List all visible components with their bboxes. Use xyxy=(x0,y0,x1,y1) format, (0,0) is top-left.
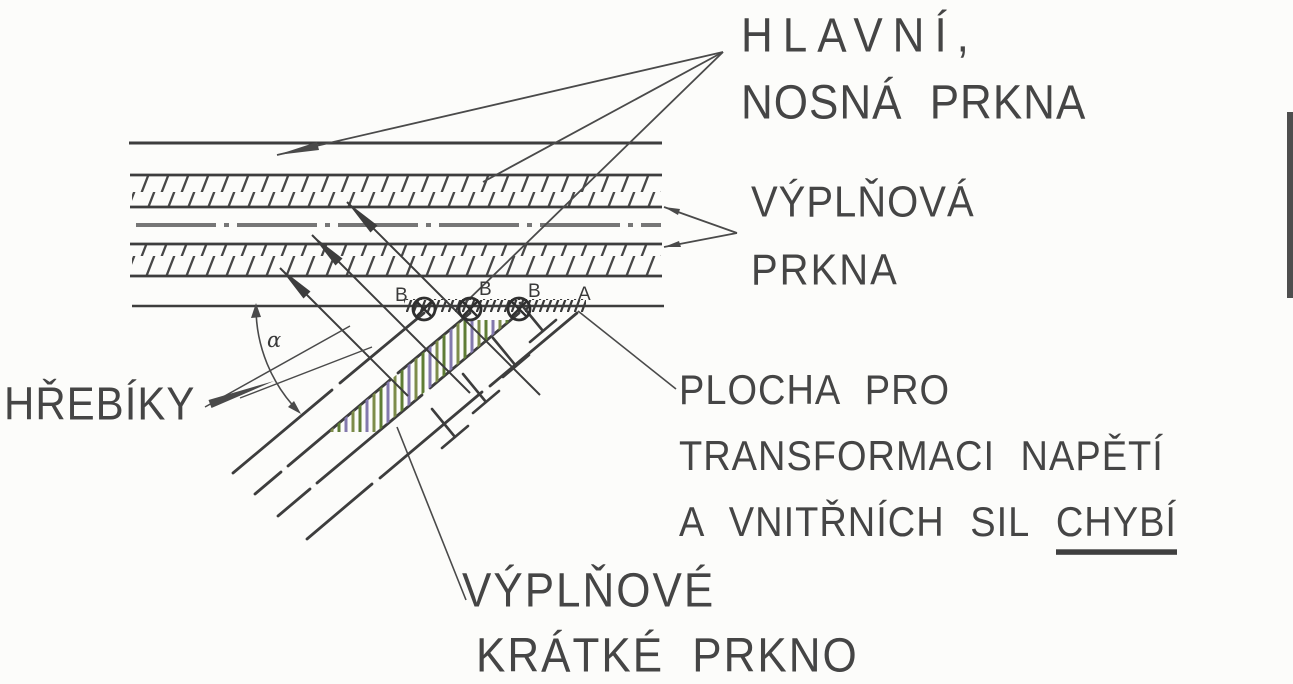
label-missing-area-line1: PLOCHA PRO xyxy=(679,367,951,414)
contact-surface-strip xyxy=(404,299,586,312)
nail-position-circles xyxy=(411,296,532,322)
filler-board-upper-section xyxy=(130,173,662,209)
filler-board-lower-section xyxy=(130,242,662,278)
label-main-boards-line1: HLAVNÍ, xyxy=(741,8,979,63)
nails-leader-line xyxy=(204,325,373,408)
nail-arrows xyxy=(279,201,541,397)
main-boards-leader-lines xyxy=(276,51,724,304)
marker-nail-point-b2: B xyxy=(479,279,492,300)
short-filler-board-edges xyxy=(231,311,579,541)
label-short-board-line1: VÝPLŇOVÉ xyxy=(462,563,716,618)
missing-area-leader-line xyxy=(577,310,677,390)
short-board-leader-line xyxy=(396,426,467,601)
filler-boards-leader-lines xyxy=(663,206,738,248)
label-short-board-line2: KRÁTKÉ PRKNO xyxy=(476,628,859,683)
label-nails: HŘEBÍKY xyxy=(4,377,196,430)
label-missing-area-line3: A VNITŘNÍCH SIL CHYBÍ xyxy=(679,502,1177,555)
label-filler-boards-line1: VÝPLŇOVÁ xyxy=(751,177,975,227)
label-main-boards-line2: NOSNÁ PRKNA xyxy=(741,75,1087,130)
label-missing-underlined-word: CHYBÍ xyxy=(1055,502,1177,555)
marker-end-point-a: A xyxy=(578,284,591,305)
marker-nail-point-b3: B xyxy=(528,281,541,302)
scan-edge-artifact xyxy=(1287,112,1293,298)
label-main-boards: HLAVNÍ, NOSNÁ PRKNA xyxy=(741,8,1087,130)
label-missing-area: PLOCHA PRO TRANSFORMACI NAPĚTÍ A VNITŘNÍ… xyxy=(679,370,1177,579)
marker-nail-point-b1: B xyxy=(395,285,408,306)
label-short-filler-board: VÝPLŇOVÉ KRÁTKÉ PRKNO xyxy=(462,563,859,683)
label-missing-area-line2: TRANSFORMACI NAPĚTÍ xyxy=(679,433,1164,480)
label-filler-boards: VÝPLŇOVÁ PRKNA xyxy=(751,180,975,292)
marker-angle-alpha: α xyxy=(267,328,282,352)
angle-alpha-arc xyxy=(251,303,301,414)
label-filler-boards-line2: PRKNA xyxy=(751,246,899,295)
short-board-highlight-hatch xyxy=(328,320,511,432)
nail-t-symbols xyxy=(430,301,558,450)
